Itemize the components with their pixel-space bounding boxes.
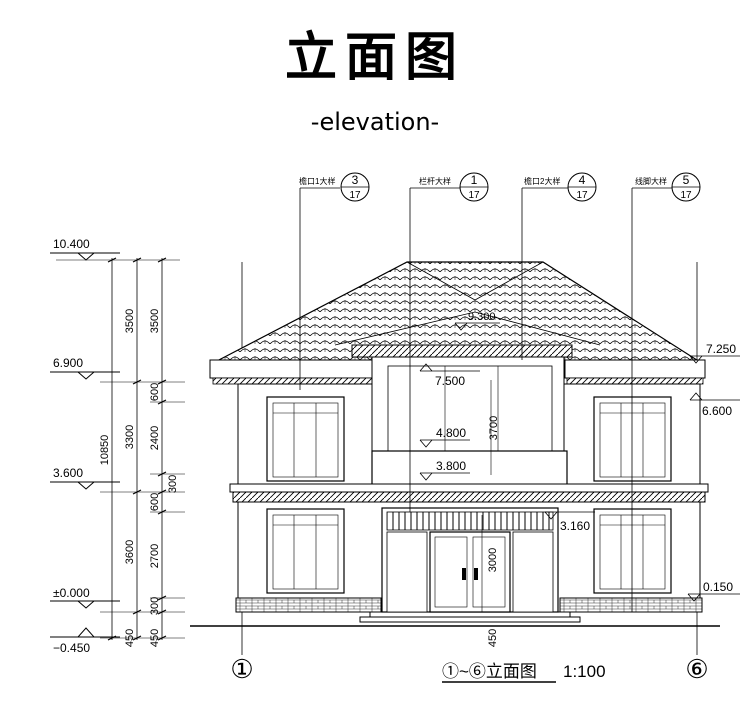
level-label-eave: 6.900 <box>53 356 83 370</box>
drawing-caption: ①~⑥立面图 1:100 <box>442 662 606 683</box>
page-title: 立面图 <box>284 28 465 88</box>
elevation-marks: 9.300 7.250 7.500 6.600 4.800 3.800 <box>419 311 740 647</box>
dim-450-b: 450 <box>149 629 161 647</box>
svg-text:3.160: 3.160 <box>560 519 590 533</box>
callout-eave-1: 檐口1大样 3 17 <box>299 172 370 390</box>
dim-2400: 2400 <box>149 426 161 450</box>
svg-text:线脚大样: 线脚大样 <box>635 176 667 186</box>
elev-3160: 3.160 <box>544 511 595 533</box>
windows <box>266 396 672 594</box>
dim-600-a: 600 <box>149 383 161 401</box>
entrance <box>381 507 559 613</box>
window-lower-right <box>593 508 672 594</box>
dim-300-a: 300 <box>167 475 179 493</box>
elev-3800: 3.800 <box>419 459 470 481</box>
detail-callouts: 檐口1大样 3 17 栏杆大样 1 17 檐口2大样 4 17 <box>299 172 701 612</box>
dim-3300: 3300 <box>124 425 136 449</box>
svg-text:17: 17 <box>576 190 588 201</box>
callout-railing: 栏杆大样 1 17 <box>409 172 489 512</box>
svg-text:7.250: 7.250 <box>706 342 736 356</box>
drawing-scale: 1:100 <box>563 662 606 681</box>
svg-text:栏杆大样: 栏杆大样 <box>419 176 451 186</box>
level-mark-ground: ±0.000 <box>50 586 120 609</box>
svg-text:6.600: 6.600 <box>702 404 732 418</box>
svg-text:4.800: 4.800 <box>436 426 466 440</box>
svg-text:1: 1 <box>471 173 478 187</box>
elev-4800: 4.800 <box>419 426 470 448</box>
svg-text:9.300: 9.300 <box>468 311 496 323</box>
dim-center-450: 450 <box>487 629 499 647</box>
window-upper-right <box>593 396 672 482</box>
svg-text:7.500: 7.500 <box>435 374 465 388</box>
callout-molding: 线脚大样 5 17 <box>631 172 701 612</box>
level-marks: 10.400 6.900 3.600 ±0.000 −0.450 <box>50 237 180 655</box>
dim-600-b: 600 <box>149 493 161 511</box>
level-mark-top: 10.400 <box>50 237 180 261</box>
elev-ridge: 9.300 <box>454 311 500 331</box>
dim-450-a: 450 <box>124 629 136 647</box>
axis-bubbles: ① ⑥ <box>230 654 708 684</box>
level-label-second: 3.600 <box>53 466 83 480</box>
dim-3500-a: 3500 <box>124 309 136 333</box>
level-mark-eave: 6.900 <box>50 356 120 380</box>
svg-text:3.800: 3.800 <box>436 459 466 473</box>
elev-7500: 7.500 <box>419 363 480 388</box>
level-label-top: 10.400 <box>53 237 90 251</box>
elev-7250: 7.250 <box>689 342 740 364</box>
svg-text:4: 4 <box>579 173 586 187</box>
svg-text:17: 17 <box>680 190 692 201</box>
dim-center-3700: 3700 <box>488 416 500 440</box>
svg-text:17: 17 <box>349 190 361 201</box>
dim-3500-b: 3500 <box>149 309 161 333</box>
svg-text:3: 3 <box>352 173 359 187</box>
elev-6600: 6.600 <box>689 392 740 418</box>
svg-text:5: 5 <box>683 173 690 187</box>
level-label-outdoor: −0.450 <box>53 641 90 655</box>
dim-door-3000: 3000 <box>487 548 499 572</box>
dim-2700: 2700 <box>149 544 161 568</box>
axis-label-left: ① <box>230 654 253 684</box>
dim-3600: 3600 <box>124 540 136 564</box>
page-subtitle: -elevation- <box>310 108 440 136</box>
level-mark-second: 3.600 <box>50 466 120 490</box>
drawing-name: ①~⑥立面图 <box>442 662 537 681</box>
svg-text:17: 17 <box>468 190 480 201</box>
dim-300-b: 300 <box>149 597 161 615</box>
axis-label-right: ⑥ <box>685 654 708 684</box>
svg-text:0.150: 0.150 <box>703 580 733 594</box>
window-lower-left <box>266 508 345 594</box>
elev-0150: 0.150 <box>687 580 740 602</box>
svg-text:檐口2大样: 檐口2大样 <box>524 176 560 186</box>
dim-overall: 10850 <box>99 435 111 466</box>
callout-eave-2: 檐口2大样 4 17 <box>521 172 597 360</box>
level-label-ground: ±0.000 <box>53 586 90 600</box>
level-mark-outdoor: −0.450 <box>50 627 120 655</box>
svg-text:檐口1大样: 檐口1大样 <box>299 176 335 186</box>
dimension-chains: 10850 3500 3500 3300 3600 600 2400 300 6… <box>99 257 185 647</box>
window-upper-left <box>266 396 345 482</box>
roof <box>209 261 706 385</box>
